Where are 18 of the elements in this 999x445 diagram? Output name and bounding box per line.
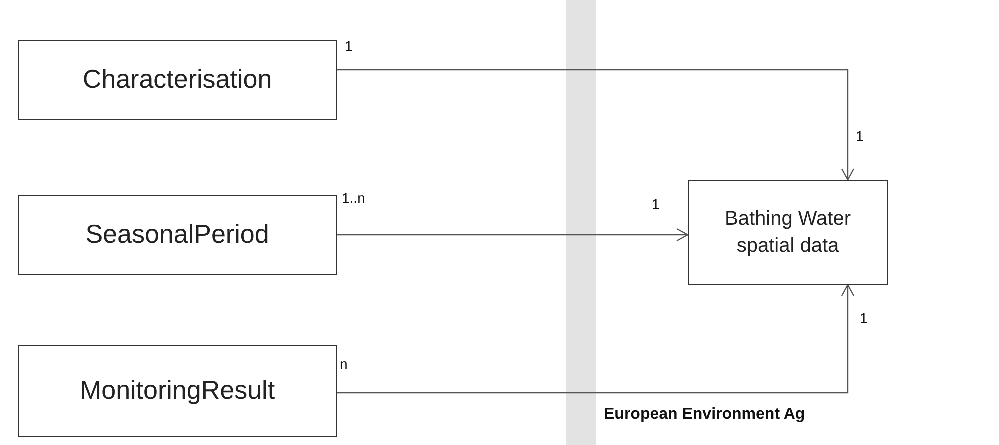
multiplicity-label: 1	[345, 38, 353, 54]
multiplicity-label: 1	[860, 310, 868, 326]
arrow	[337, 69, 855, 181]
source-note: European Environment Ag	[604, 406, 806, 424]
class-name: Bathing Water spatial data	[724, 206, 852, 258]
multiplicity-label: 1..n	[342, 190, 366, 206]
class-box	[18, 345, 337, 437]
class-name: Characterisation	[82, 63, 274, 96]
class-box	[688, 180, 888, 285]
class-box	[18, 195, 337, 275]
multiplicity-label: n	[340, 356, 348, 372]
arrow	[337, 228, 689, 242]
class-name: MonitoringResult	[78, 374, 276, 408]
class-name: SeasonalPeriod	[84, 218, 270, 252]
multiplicity-label: 1	[856, 128, 864, 144]
multiplicity-label: 1	[652, 196, 660, 212]
arrow	[337, 284, 855, 394]
class-box	[18, 40, 337, 120]
